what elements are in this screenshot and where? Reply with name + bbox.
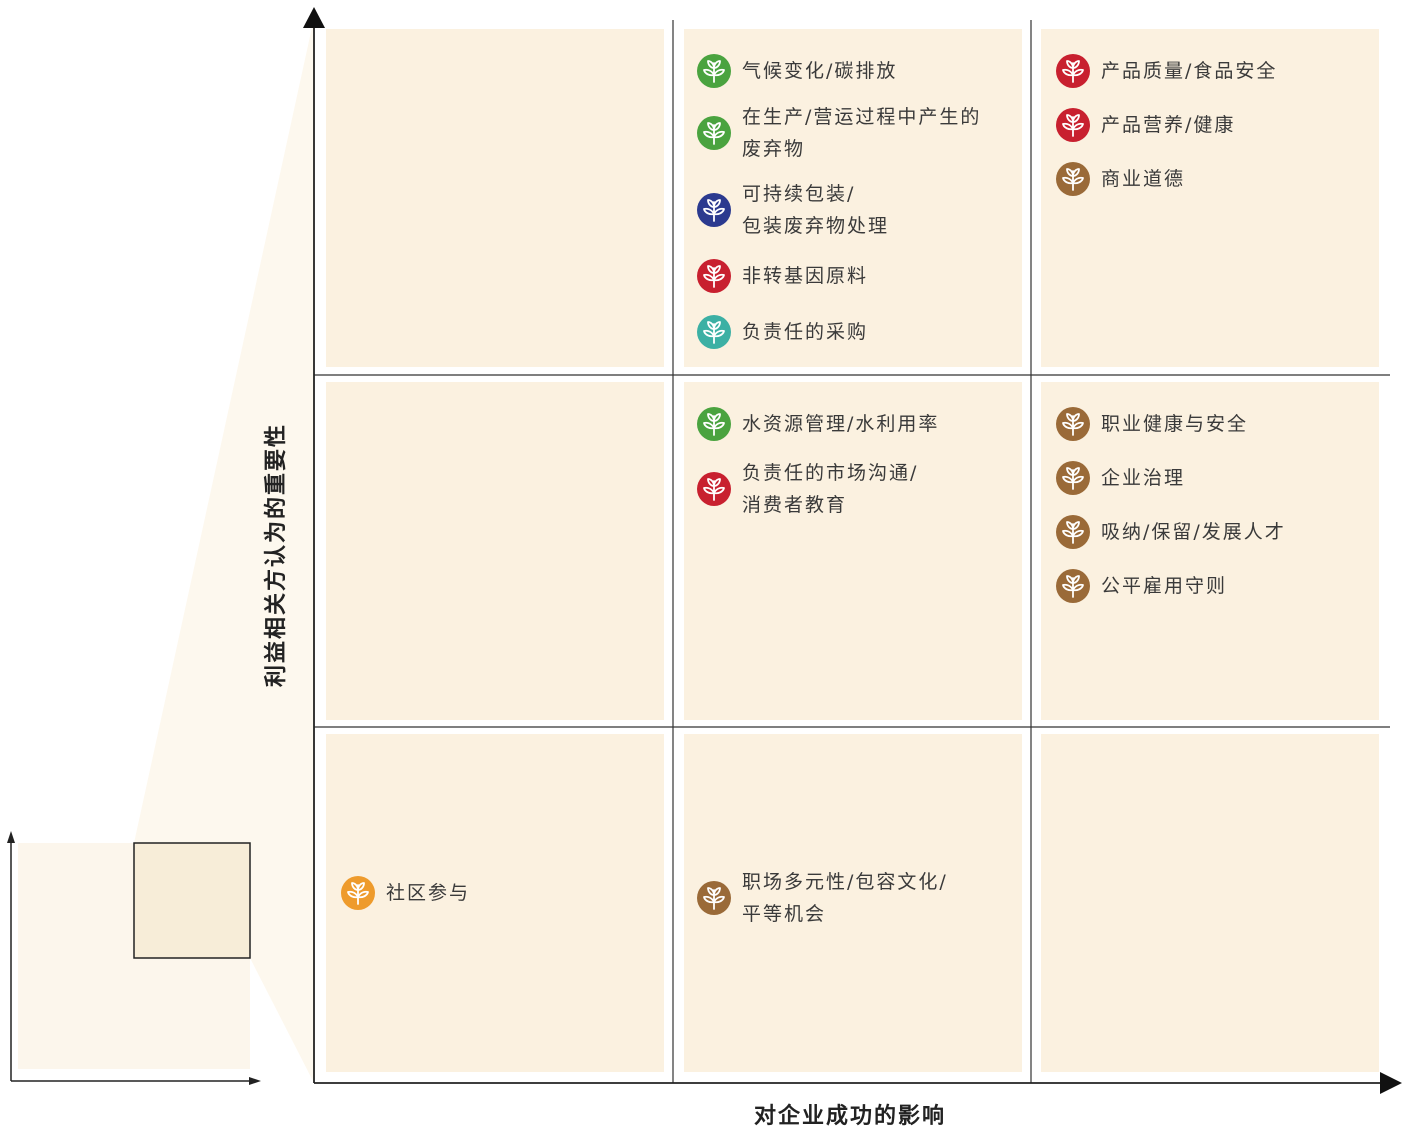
y-axis-arrow [303,7,325,28]
topic-label: 职业健康与安全 [1101,413,1249,435]
topic-label: 负责任的市场沟通/ 消费者教育 [742,462,919,516]
mini-highlight-box [133,842,251,959]
cell-middle-right [1041,382,1379,720]
topic-label: 非转基因原料 [742,265,869,287]
topic-item: 可持续包装/ 包装废弃物处理 [697,178,889,242]
leaf-icon [697,193,731,227]
cell-bottom-right [1041,734,1379,1072]
topic-label: 负责任的采购 [742,321,869,343]
cell-top-middle [684,29,1022,367]
y-axis-label: 利益相关方认为的重要性 [264,422,289,688]
cell-bottom-left [326,734,664,1072]
topic-item: 气候变化/碳排放 [697,54,897,88]
topic-item: 产品营养/健康 [1056,108,1235,142]
leaf-icon [697,407,731,441]
leaf-icon [1056,407,1090,441]
topic-label: 产品质量/食品安全 [1101,60,1278,82]
topic-item: 在生产/营运过程中产生的 废弃物 [697,101,981,165]
topic-label: 在生产/营运过程中产生的 废弃物 [742,106,982,160]
cell-top-left [326,29,664,367]
leaf-icon [1056,54,1090,88]
leaf-icon [1056,108,1090,142]
topic-label: 产品营养/健康 [1101,114,1236,136]
mini-y-arrow [7,831,15,843]
leaf-icon [1056,515,1090,549]
topic-label: 可持续包装/ 包装废弃物处理 [742,183,890,237]
leaf-icon [697,116,731,150]
leaf-icon [1056,461,1090,495]
mini-x-arrow [249,1077,261,1085]
cell-top-right [1041,29,1379,367]
cell-bottom-middle [684,734,1022,1072]
topic-item: 职场多元性/包容文化/ 平等机会 [697,866,948,930]
leaf-icon [697,315,731,349]
topic-label: 吸纳/保留/发展人才 [1101,521,1286,543]
zoom-wedge [134,18,314,1083]
topic-item: 商业道德 [1056,162,1185,196]
topic-label: 公平雇用守则 [1101,575,1228,597]
x-axis-label: 对企业成功的影响 [753,1104,946,1129]
topic-label: 商业道德 [1101,168,1186,190]
topic-label: 气候变化/碳排放 [742,60,898,82]
topic-item: 产品质量/食品安全 [1056,54,1277,88]
topic-item: 企业治理 [1056,461,1185,495]
topic-item: 吸纳/保留/发展人才 [1056,515,1286,549]
topic-item: 公平雇用守则 [1056,569,1227,603]
cell-middle-middle [684,382,1022,720]
leaf-icon [1056,569,1090,603]
topic-label: 水资源管理/水利用率 [742,413,940,435]
leaf-icon [697,259,731,293]
topic-item: 社区参与 [341,876,470,910]
topic-item: 负责任的市场沟通/ 消费者教育 [697,457,918,521]
cell-middle-left [326,382,664,720]
leaf-icon [341,876,375,910]
topic-label: 企业治理 [1101,467,1186,489]
leaf-icon [1056,162,1090,196]
topic-item: 非转基因原料 [697,259,868,293]
leaf-icon [697,54,731,88]
topic-label: 社区参与 [386,882,471,904]
topic-label: 职场多元性/包容文化/ 平等机会 [742,871,948,925]
topic-item: 水资源管理/水利用率 [697,407,939,441]
x-axis-arrow [1380,1072,1402,1094]
leaf-icon [697,472,731,506]
topic-item: 职业健康与安全 [1056,407,1248,441]
topic-item: 负责任的采购 [697,315,868,349]
leaf-icon [697,881,731,915]
